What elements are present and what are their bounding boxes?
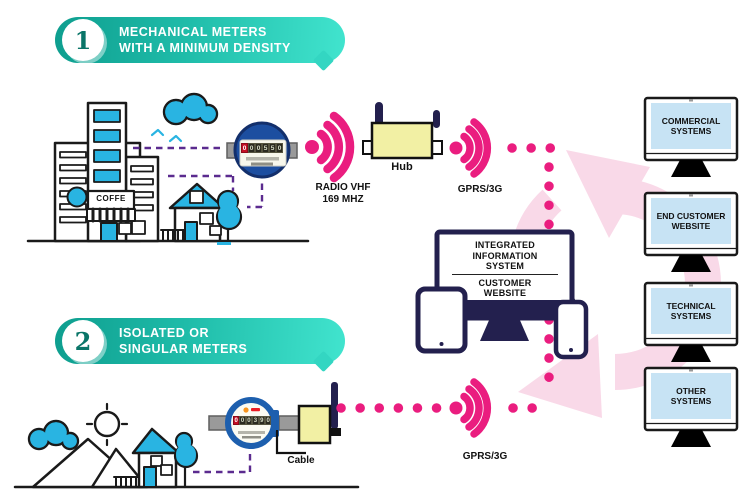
radio-vhf-label: RADIO VHF 169 MHZ <box>288 182 398 206</box>
banner-title: ISOLATED OR SINGULAR METERS <box>119 325 247 357</box>
monitor-label-technical: TECHNICAL SYSTEMS <box>649 288 733 334</box>
monitor-label-line: WEBSITE <box>671 221 711 231</box>
antenna-icon <box>331 382 338 429</box>
section-banner-2: 2 ISOLATED OR SINGULAR METERS <box>55 318 345 373</box>
system-subtitle-line: CUSTOMER <box>478 277 532 288</box>
monitor-label-line: TECHNICAL <box>666 301 716 311</box>
radio-vhf-label-line2: 169 MHZ <box>322 194 364 205</box>
right-system-monitors <box>643 96 739 447</box>
water-meter-bottom <box>208 397 313 455</box>
meter-digit: 0 <box>264 416 272 425</box>
meter-digit: 0 <box>241 143 248 153</box>
radio-waves-icon <box>449 378 492 438</box>
meter-digit: 9 <box>258 416 265 425</box>
banner-title-line: MECHANICAL METERS <box>119 25 267 39</box>
tree-top-scene <box>215 189 243 245</box>
meter-counter-bottom: 0 0 0 3 9 0 <box>233 416 272 425</box>
radio-waves-icon <box>449 118 492 178</box>
tree-bottom-scene <box>173 431 199 489</box>
central-monitor-text: INTEGRATED INFORMATION SYSTEM CUSTOMER W… <box>442 240 568 299</box>
tablet-icon <box>415 286 468 354</box>
banner-title: MECHANICAL METERS WITH A MINIMUM DENSITY <box>119 24 291 56</box>
radio-waves-icon <box>305 111 355 183</box>
step-number-badge: 2 <box>62 320 104 362</box>
banner-title-line: SINGULAR METERS <box>119 342 248 356</box>
smartphone-icon <box>553 299 589 360</box>
countryside-illustration <box>13 402 360 489</box>
meter-digit: 0 <box>255 143 262 153</box>
cloud-icon <box>162 92 219 126</box>
meter-digit: 0 <box>276 143 283 153</box>
cloud-icon <box>27 419 80 451</box>
coffee-sign-label: COFFE <box>96 194 126 203</box>
central-system-devices <box>415 229 589 360</box>
monitor-label-line: SYSTEMS <box>670 311 712 321</box>
monitor-icon <box>643 281 739 362</box>
antenna-icon <box>433 110 440 128</box>
step-number: 2 <box>74 326 92 356</box>
meter-digit: 0 <box>239 416 246 425</box>
system-title-line: INFORMATION <box>472 250 538 261</box>
meter-digit: 0 <box>233 416 240 425</box>
banner-title-line: ISOLATED OR <box>119 326 209 340</box>
radio-vhf-label-line1: RADIO VHF <box>315 182 371 193</box>
hub-device <box>362 102 443 160</box>
step-number: 1 <box>74 25 92 55</box>
antenna-icon <box>375 102 383 128</box>
house-top-scene <box>160 182 226 243</box>
system-title-line: SYSTEM <box>485 261 525 271</box>
divider <box>452 274 558 275</box>
coffee-shop <box>66 186 136 242</box>
monitor-label-line: SYSTEMS <box>670 396 712 406</box>
gprs-label-bottom: GPRS/3G <box>462 451 508 462</box>
meter-link-dashed-lines <box>133 146 264 474</box>
section-banner-1: 1 MECHANICAL METERS WITH A MINIMUM DENSI… <box>55 17 345 72</box>
monitor-label-other: OTHER SYSTEMS <box>649 373 733 419</box>
monitor-label-line: COMMERCIAL <box>661 116 721 126</box>
hub-label: Hub <box>391 161 413 173</box>
meter-digit: 3 <box>252 416 259 425</box>
monitor-icon <box>643 96 739 177</box>
monitor-label-line: END CUSTOMER <box>656 211 726 221</box>
gprs-label-top: GPRS/3G <box>457 184 503 195</box>
house-bottom-scene <box>113 427 181 489</box>
cable-label: Cable <box>287 455 315 466</box>
meter-digit: 5 <box>269 143 276 153</box>
sun-icon <box>85 402 129 447</box>
meter-counter-top: 0 0 0 5 5 0 <box>241 143 283 153</box>
monitor-icon <box>643 366 739 447</box>
monitor-icon <box>643 191 739 272</box>
monitor-label-end-customer: END CUSTOMER WEBSITE <box>649 198 733 244</box>
meter-digit: 5 <box>262 143 269 153</box>
monitor-label-line: OTHER <box>676 386 706 396</box>
birds-icon <box>150 128 183 143</box>
monitor-icon <box>434 229 575 341</box>
system-subtitle-line: WEBSITE <box>483 288 527 298</box>
system-title-line: INTEGRATED <box>475 240 535 250</box>
monitor-label-line: SYSTEMS <box>670 126 712 136</box>
cable-wire <box>275 430 306 455</box>
meter-digit: 0 <box>245 416 253 425</box>
monitor-label-commercial: COMMERCIAL SYSTEMS <box>649 103 733 149</box>
cable-device <box>297 382 341 445</box>
step-number-badge: 1 <box>62 19 104 61</box>
city-illustration <box>26 92 310 245</box>
meter-digit: 0 <box>248 143 255 153</box>
banner-title-line: WITH A MINIMUM DENSITY <box>119 41 291 55</box>
